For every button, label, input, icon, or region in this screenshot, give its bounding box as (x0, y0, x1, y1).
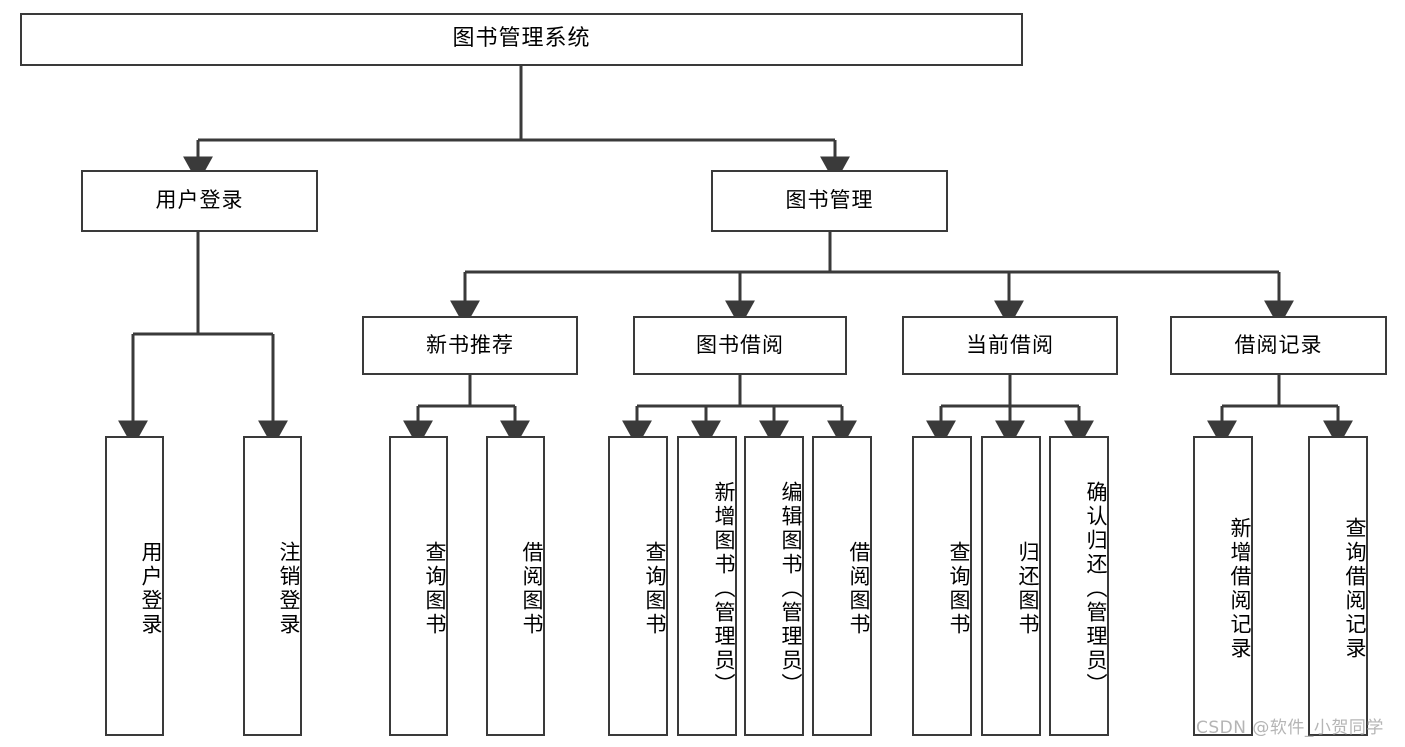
node-leaf-borrow-book-recommend[interactable]: 借阅图书 (486, 436, 545, 736)
node-leaf-edit-book-admin[interactable]: 编辑图书（管理员） (744, 436, 804, 736)
node-label: 查询借阅记录 (1343, 517, 1367, 661)
node-leaf-user-login[interactable]: 用户登录 (105, 436, 164, 736)
node-leaf-query-book-current[interactable]: 查询图书 (912, 436, 972, 736)
node-leaf-borrow-book[interactable]: 借阅图书 (812, 436, 872, 736)
node-label: 新增借阅记录 (1228, 517, 1252, 661)
csdn-watermark: CSDN @软件_小贺同学 (1196, 718, 1384, 738)
node-leaf-logout[interactable]: 注销登录 (243, 436, 302, 736)
node-label: 新增图书（管理员） (712, 481, 736, 697)
node-label: 图书管理 (785, 188, 874, 213)
node-borrowing-records[interactable]: 借阅记录 (1170, 316, 1387, 375)
node-leaf-query-book-recommend[interactable]: 查询图书 (389, 436, 448, 736)
node-leaf-add-borrow-record[interactable]: 新增借阅记录 (1193, 436, 1253, 736)
node-current-borrowing[interactable]: 当前借阅 (902, 316, 1118, 375)
node-label: 归还图书 (1016, 541, 1040, 637)
node-label: 编辑图书（管理员） (779, 481, 803, 697)
node-label: 图书借阅 (696, 332, 784, 357)
node-leaf-query-borrow-record[interactable]: 查询借阅记录 (1308, 436, 1368, 736)
node-label: 确认归还（管理员） (1084, 481, 1108, 697)
node-leaf-confirm-return-admin[interactable]: 确认归还（管理员） (1049, 436, 1109, 736)
node-user-login[interactable]: 用户登录 (81, 170, 318, 232)
node-label: 查询图书 (423, 541, 447, 637)
node-leaf-query-book-borrow[interactable]: 查询图书 (608, 436, 668, 736)
node-label: 查询图书 (643, 541, 667, 637)
node-label: 注销登录 (277, 541, 301, 637)
node-label: 借阅记录 (1234, 332, 1323, 357)
node-label: 查询图书 (947, 541, 971, 637)
node-leaf-return-book[interactable]: 归还图书 (981, 436, 1041, 736)
node-label: 借阅图书 (847, 541, 871, 637)
node-label: 当前借阅 (966, 332, 1054, 357)
node-book-borrowing[interactable]: 图书借阅 (633, 316, 847, 375)
node-label: 借阅图书 (520, 541, 544, 637)
node-book-management[interactable]: 图书管理 (711, 170, 948, 232)
node-label: 图书管理系统 (452, 26, 591, 52)
node-label: 用户登录 (139, 541, 163, 637)
node-leaf-add-book-admin[interactable]: 新增图书（管理员） (677, 436, 737, 736)
node-label: 新书推荐 (426, 332, 514, 357)
node-label: 用户登录 (155, 188, 244, 213)
node-new-book-recommendation[interactable]: 新书推荐 (362, 316, 578, 375)
node-root-book-management-system[interactable]: 图书管理系统 (20, 13, 1023, 66)
